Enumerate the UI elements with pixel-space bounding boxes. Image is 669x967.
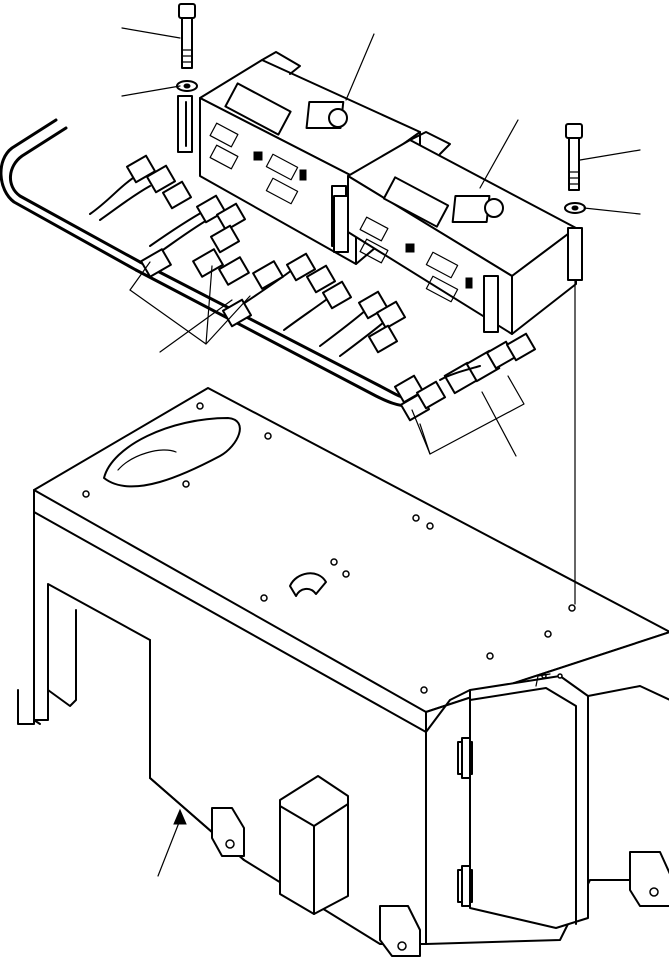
- bolt-left: [178, 3, 196, 69]
- leader-bolt-right: [579, 149, 641, 161]
- leader-harness-connectors: [129, 261, 251, 353]
- controller-support-box: [17, 387, 669, 957]
- leader-lines: [121, 27, 641, 877]
- wiring-harness: [0, 118, 537, 422]
- leader-harness-inline-connector: [411, 375, 525, 457]
- controller-unit-right: [333, 131, 583, 335]
- leader-bolt-left: [121, 27, 181, 39]
- washer-right: [564, 202, 586, 214]
- leader-washer-right: [583, 207, 641, 215]
- leader-washer-left: [121, 85, 181, 97]
- leader-support-box: [157, 808, 187, 877]
- leader-controller-left: [345, 33, 375, 101]
- leader-controller-right: [479, 119, 519, 189]
- bolt-right: [565, 123, 583, 191]
